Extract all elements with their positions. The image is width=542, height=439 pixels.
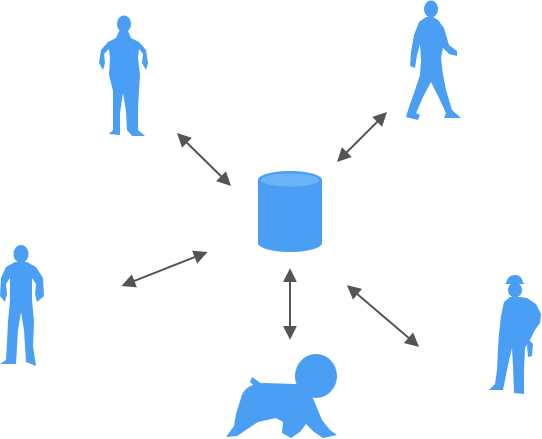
connections — [121, 112, 420, 347]
construction-worker-icon — [489, 275, 541, 394]
standing-woman-icon — [99, 15, 148, 136]
standing-man-icon — [0, 245, 44, 366]
arrow-database-walking-man — [337, 112, 387, 162]
crawling-baby-icon — [226, 354, 337, 438]
walking-man-icon — [406, 0, 461, 120]
arrow-database-woman — [177, 133, 231, 186]
arrow-database-left-man — [121, 250, 208, 288]
database-icon — [258, 171, 322, 252]
arrow-database-worker — [346, 285, 420, 347]
